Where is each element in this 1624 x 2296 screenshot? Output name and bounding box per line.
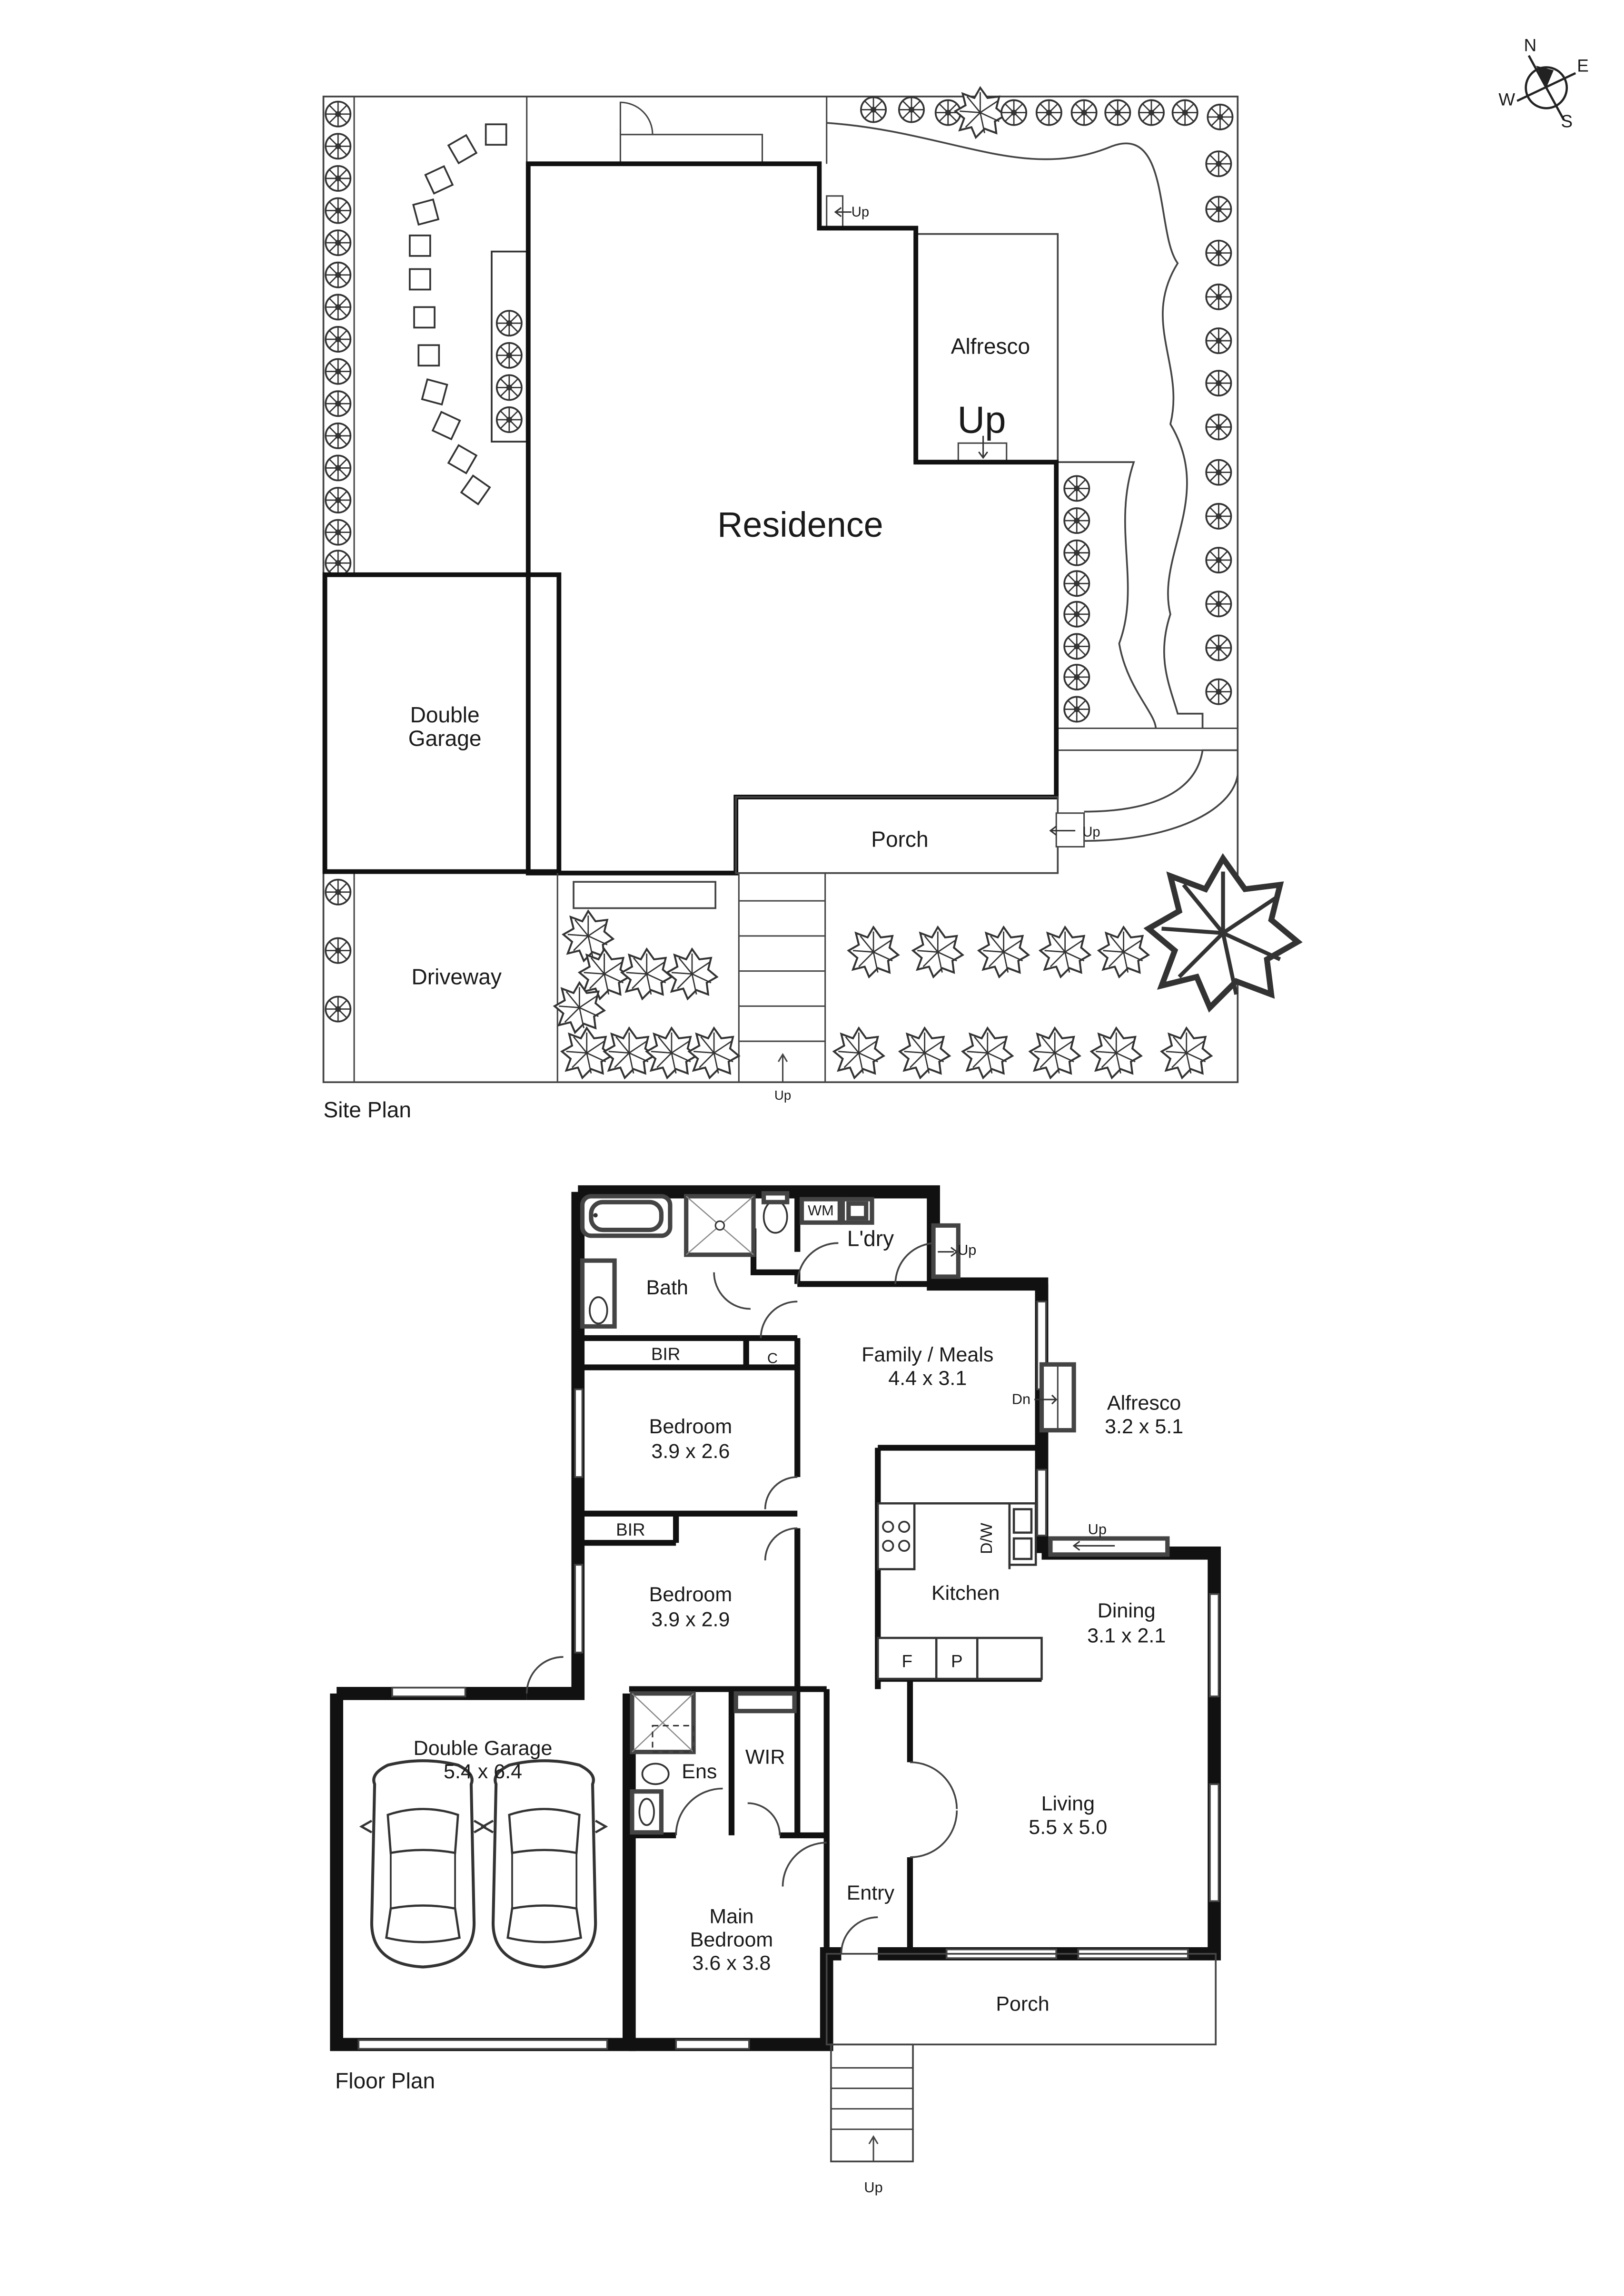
site-plan-caption: Site Plan bbox=[324, 1097, 411, 1122]
compass-east-label: E bbox=[1577, 56, 1589, 76]
side-garden-shrubs bbox=[1063, 475, 1090, 723]
pantry-label: P bbox=[951, 1652, 963, 1671]
alfresco-size: 3.2 x 5.1 bbox=[1105, 1415, 1183, 1438]
site-driveway-label: Driveway bbox=[411, 964, 501, 989]
residence-outline bbox=[525, 161, 1059, 876]
site-north-up-label: Up bbox=[852, 205, 869, 220]
large-tree-icon bbox=[1149, 858, 1297, 1007]
bedroom2-label: Bedroom bbox=[649, 1583, 733, 1606]
alfresco-label: Alfresco bbox=[1107, 1392, 1181, 1415]
stepping-stones bbox=[409, 123, 507, 506]
bedroom2-size: 3.9 x 2.9 bbox=[651, 1608, 730, 1631]
car-icon-left bbox=[361, 1761, 484, 1967]
compass-icon: N E S W bbox=[1498, 36, 1589, 131]
site-garage-label-line1: Double bbox=[410, 702, 480, 727]
alfresco-dn-label: Dn bbox=[1012, 1390, 1030, 1407]
double-garage-label: Double Garage bbox=[414, 1737, 553, 1760]
site-garage-label-line2: Garage bbox=[408, 726, 482, 750]
site-alfresco-label: Alfresco bbox=[951, 334, 1030, 359]
alfresco-up-label: Up bbox=[1088, 1521, 1107, 1537]
site-residence-label: Residence bbox=[717, 505, 883, 544]
living-size: 5.5 x 5.0 bbox=[1029, 1816, 1107, 1839]
bath-label: Bath bbox=[646, 1276, 688, 1299]
family-meals-label: Family / Meals bbox=[862, 1343, 993, 1366]
front-steps-up-label: Up bbox=[864, 2179, 882, 2196]
double-garage-size: 5.4 x 6.4 bbox=[444, 1760, 522, 1783]
site-steps-up-label: Up bbox=[774, 1088, 791, 1103]
floor-plan-caption: Floor Plan bbox=[335, 2069, 435, 2093]
car-icon-right bbox=[483, 1761, 606, 1967]
bir-label-2: BIR bbox=[616, 1520, 645, 1539]
main-bedroom-size: 3.6 x 3.8 bbox=[692, 1952, 771, 1975]
double-garage-outline bbox=[322, 572, 562, 874]
porch-label: Porch bbox=[996, 1993, 1049, 2016]
ensuite-label: Ens bbox=[682, 1760, 717, 1783]
north-hedge bbox=[860, 87, 1234, 138]
main-bedroom-label-line1: Main bbox=[709, 1905, 753, 1928]
laundry-label: L'dry bbox=[847, 1226, 894, 1251]
site-alfresco-up-label: Up bbox=[957, 399, 1006, 441]
entry-label: Entry bbox=[847, 1882, 895, 1904]
site-boundary bbox=[322, 95, 1239, 1084]
washing-machine-label: WM bbox=[808, 1202, 834, 1219]
wir-label: WIR bbox=[745, 1745, 785, 1768]
family-meals-size: 4.4 x 3.1 bbox=[888, 1367, 967, 1389]
east-hedge bbox=[1205, 150, 1232, 705]
compass-west-label: W bbox=[1498, 89, 1515, 109]
site-plan: Up Up Up Up bbox=[322, 87, 1298, 1122]
cupboard-label: C bbox=[767, 1350, 778, 1366]
compass-north-label: N bbox=[1524, 36, 1537, 55]
main-bedroom-label-line2: Bedroom bbox=[690, 1928, 773, 1951]
living-label: Living bbox=[1041, 1793, 1095, 1815]
bir-label-1: BIR bbox=[651, 1344, 680, 1364]
west-hedge bbox=[325, 100, 352, 1023]
site-porch-label: Porch bbox=[871, 827, 928, 851]
floor-plan: Bath BIR C WM L'dry Up Family / Meals 4.… bbox=[330, 1185, 1221, 2196]
dining-label: Dining bbox=[1098, 1599, 1156, 1622]
laundry-up-label: Up bbox=[958, 1242, 976, 1258]
bedroom1-label: Bedroom bbox=[649, 1415, 733, 1438]
site-porch-up-label: Up bbox=[1082, 825, 1100, 840]
front-garden-left-plants bbox=[554, 910, 740, 1079]
dishwasher-label: D/W bbox=[978, 1523, 996, 1554]
compass-south-label: S bbox=[1561, 111, 1573, 131]
dining-size: 3.1 x 2.1 bbox=[1087, 1624, 1166, 1647]
fridge-label: F bbox=[902, 1652, 913, 1671]
kitchen-label: Kitchen bbox=[931, 1582, 1000, 1605]
front-garden-right-plants bbox=[833, 926, 1212, 1079]
bedroom1-size: 3.9 x 2.6 bbox=[651, 1440, 730, 1463]
